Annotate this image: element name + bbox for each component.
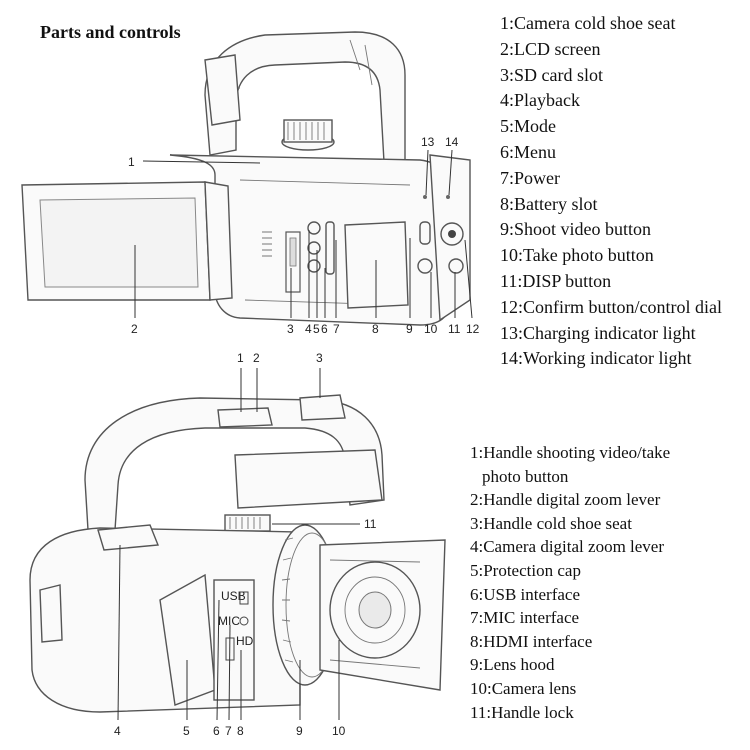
top-part-1: 1:Camera cold shoe seat xyxy=(500,13,676,33)
bottom-part-1-cont: photo button xyxy=(482,466,569,486)
top-part-3: 3:SD card slot xyxy=(500,64,603,85)
top-callout-3: 3 xyxy=(287,322,294,336)
hdmi-port-label: HD xyxy=(236,634,254,648)
bottom-part-1: 1:Handle shooting video/take xyxy=(470,443,671,462)
bottom-callout-3: 3 xyxy=(316,351,323,365)
bottom-callout-5: 5 xyxy=(183,724,190,738)
top-callout-8: 8 xyxy=(372,322,379,336)
top-callout-4: 4 xyxy=(305,322,312,336)
top-callout-13: 13 xyxy=(421,135,435,149)
top-callout-numbers: 1 2 3 4 5 6 7 8 9 10 11 12 13 14 xyxy=(128,135,480,336)
bottom-callout-2: 2 xyxy=(253,351,260,365)
usb-port-label: USB xyxy=(221,589,246,603)
top-callout-5: 5 xyxy=(313,322,320,336)
top-part-12: 12:Confirm button/control dial xyxy=(500,296,722,317)
bottom-callout-4: 4 xyxy=(114,724,121,738)
bottom-part-3: 3:Handle cold shoe seat xyxy=(470,513,632,533)
bottom-callout-lines xyxy=(117,368,360,721)
bottom-callout-10: 10 xyxy=(332,724,346,738)
top-callout-lines xyxy=(134,149,473,319)
bottom-part-7: 7:MIC interface xyxy=(470,608,580,628)
top-callout-1: 1 xyxy=(128,155,135,169)
top-part-4: 4:Playback xyxy=(500,90,580,111)
camera-front-illustration: USB MIC HD xyxy=(29,394,446,713)
bottom-part-6: 6:USB interface xyxy=(470,584,580,604)
top-part-13: 13:Charging indicator light xyxy=(500,322,696,343)
top-callout-14: 14 xyxy=(445,135,459,149)
bottom-part-5: 5:Protection cap xyxy=(470,560,581,580)
bottom-callout-8: 8 xyxy=(237,724,244,738)
bottom-callout-numbers: 1 2 3 4 5 6 7 8 9 10 11 xyxy=(114,351,377,738)
top-parts-list: 1:Camera cold shoe seat 2:LCD screen 3:S… xyxy=(500,11,722,372)
top-callout-12: 12 xyxy=(466,322,480,336)
top-part-10: 10:Take photo button xyxy=(500,245,654,266)
top-part-7: 7:Power xyxy=(500,167,560,188)
top-callout-9: 9 xyxy=(406,322,413,336)
top-part-6: 6:Menu xyxy=(500,141,556,162)
top-part-5: 5:Mode xyxy=(500,116,556,137)
camera-rear-illustration xyxy=(21,31,471,326)
top-part-11: 11:DISP button xyxy=(500,270,612,291)
top-part-2: 2:LCD screen xyxy=(500,38,601,59)
top-part-8: 8:Battery slot xyxy=(500,193,598,214)
bottom-part-11: 11:Handle lock xyxy=(470,702,574,722)
top-part-9: 9:Shoot video button xyxy=(500,219,652,240)
top-callout-11: 11 xyxy=(448,322,461,336)
bottom-part-4: 4:Camera digital zoom lever xyxy=(470,537,665,557)
top-callout-2: 2 xyxy=(131,322,138,336)
top-callout-6: 6 xyxy=(321,322,328,336)
bottom-part-2: 2:Handle digital zoom lever xyxy=(470,490,661,510)
top-callout-10: 10 xyxy=(424,322,438,336)
bottom-parts-list: 1:Handle shooting video/take photo butto… xyxy=(470,441,670,724)
page-title: Parts and controls xyxy=(40,22,181,42)
top-part-14: 14:Working indicator light xyxy=(500,348,692,369)
bottom-part-9: 9:Lens hood xyxy=(470,655,555,675)
top-callout-7: 7 xyxy=(333,322,340,336)
bottom-part-10: 10:Camera lens xyxy=(470,678,577,698)
bottom-part-8: 8:HDMI interface xyxy=(470,631,593,651)
bottom-callout-7: 7 xyxy=(225,724,232,738)
bottom-callout-1: 1 xyxy=(237,351,244,365)
mic-port-label: MIC xyxy=(218,614,240,628)
bottom-callout-6: 6 xyxy=(213,724,220,738)
bottom-callout-9: 9 xyxy=(296,724,303,738)
bottom-callout-11: 11 xyxy=(364,517,377,531)
